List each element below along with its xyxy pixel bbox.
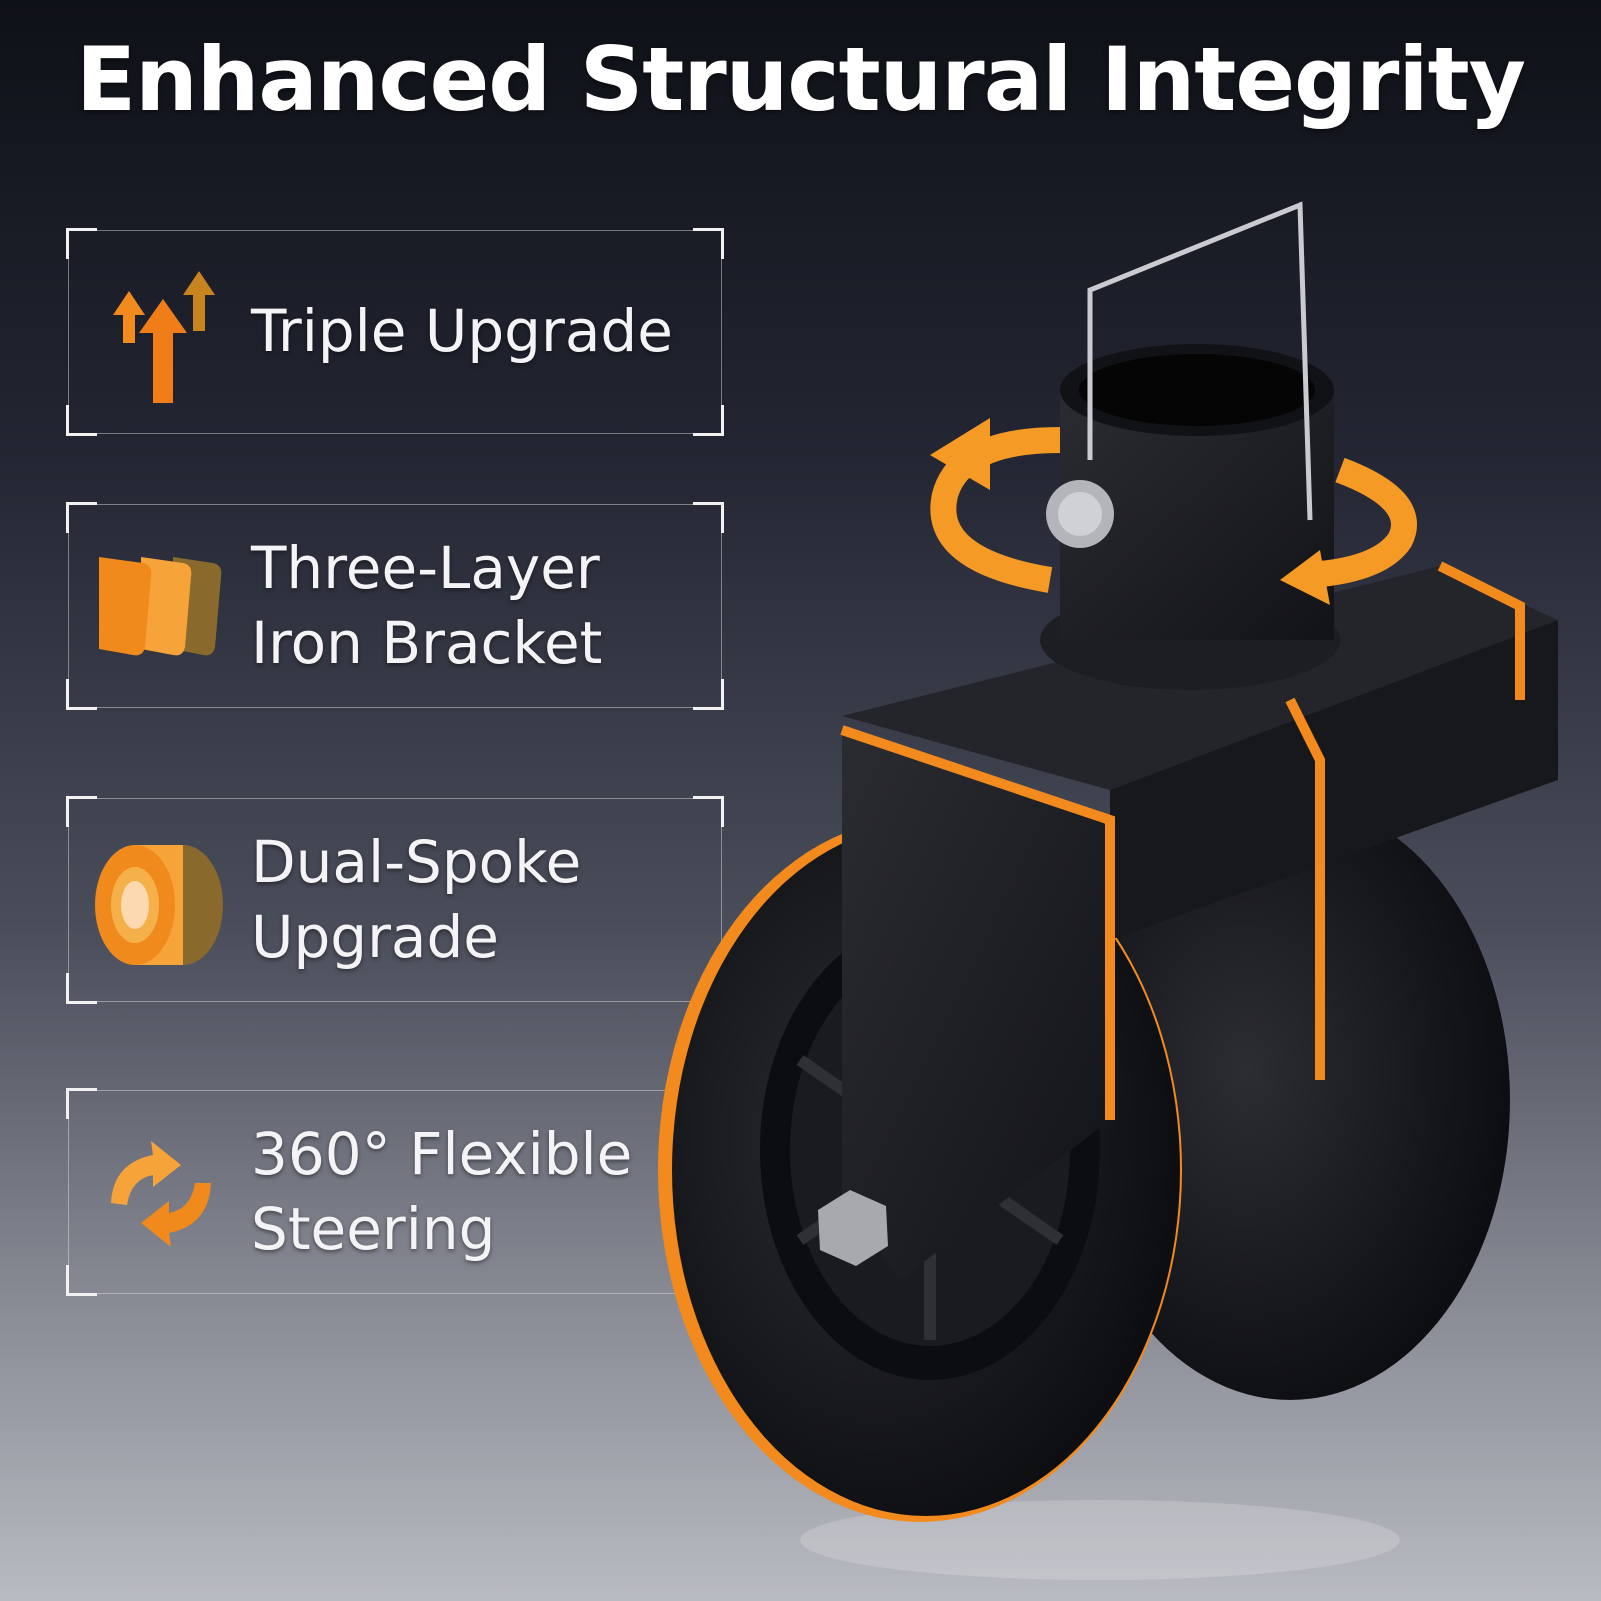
- corner-mark: [693, 796, 724, 827]
- feature-label: 360° Flexible Steering: [251, 1119, 633, 1263]
- corner-mark: [66, 796, 97, 827]
- page-title: Enhanced Structural Integrity: [76, 28, 1526, 131]
- corner-mark: [66, 405, 97, 436]
- feature-label: Three-Layer Iron Bracket: [251, 533, 603, 677]
- corner-mark: [693, 405, 724, 436]
- corner-mark: [66, 1265, 97, 1296]
- feature-label: Triple Upgrade: [251, 297, 673, 366]
- feature-card-360-steering: 360° Flexible Steering: [66, 1088, 724, 1296]
- rotate-arrows-icon: [111, 1141, 211, 1247]
- corner-mark: [66, 679, 97, 710]
- feature-card-three-layer-bracket: Three-Layer Iron Bracket: [66, 502, 724, 710]
- wheel-disc-icon: [95, 845, 223, 965]
- feature-card-triple-upgrade: Triple Upgrade: [66, 228, 724, 436]
- feature-label: Dual-Spoke Upgrade: [251, 827, 582, 971]
- corner-mark: [66, 502, 97, 533]
- layers-icon: [99, 557, 222, 656]
- feature-card-dual-spoke: Dual-Spoke Upgrade: [66, 796, 724, 1004]
- corner-mark: [66, 228, 97, 259]
- corner-mark: [693, 502, 724, 533]
- corner-mark: [693, 228, 724, 259]
- corner-mark: [693, 679, 724, 710]
- corner-mark: [66, 1088, 97, 1119]
- dual-wheel-caster-image: [658, 201, 1558, 1580]
- arrows-up-icon: [113, 271, 215, 403]
- corner-mark: [66, 973, 97, 1004]
